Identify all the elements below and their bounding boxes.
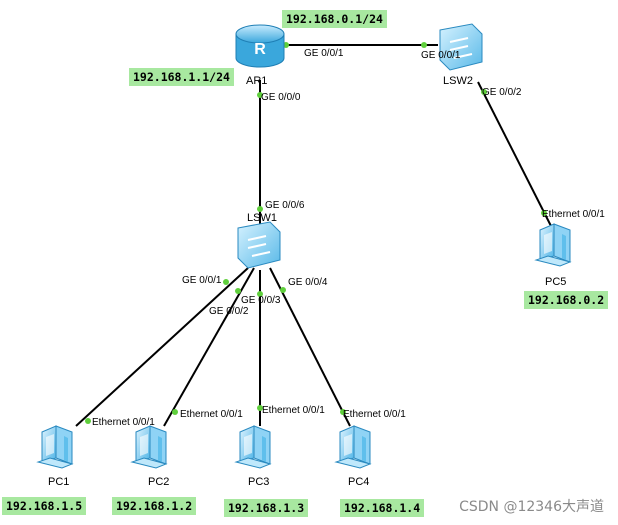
port-label-pc2-eth: Ethernet 0/0/1 [180,409,243,420]
switch-icon[interactable] [237,221,281,269]
port-dot [280,287,286,293]
port-label-pc3-eth: Ethernet 0/0/1 [262,405,325,416]
device-label-pc1: PC1 [48,476,69,488]
port-label-lsw2-ge002: GE 0/0/2 [482,87,522,98]
port-label-lsw1-ge006: GE 0/0/6 [265,200,305,211]
port-label-ar1-ge001: GE 0/0/1 [304,48,344,59]
device-label-ar1: AR1 [246,75,267,87]
links [75,44,553,427]
pc2-icon[interactable] [131,425,167,469]
port-label-lsw1-ge002: GE 0/0/2 [209,306,249,317]
switch-icon[interactable] [439,23,483,71]
ip-label-pc4: 192.168.1.4 [340,499,425,517]
port-label-lsw1-ge001: GE 0/0/1 [182,275,222,286]
link-lsw1-pc2 [163,267,255,427]
link-lsw1-pc1 [75,267,249,427]
port-dot [223,279,229,285]
port-dot [340,409,346,415]
device-label-pc3: PC3 [248,476,269,488]
router-icon[interactable]: R [235,24,285,68]
pc3-icon[interactable] [235,425,271,469]
port-dot [85,418,91,424]
port-dot [172,409,178,415]
pc5-icon[interactable] [535,223,571,267]
svg-text:R: R [254,41,266,58]
device-label-pc4: PC4 [348,476,369,488]
ip-label-ar1-g000: 192.168.1.1/24 [129,68,234,86]
ip-label-pc2: 192.168.1.2 [112,497,197,515]
port-dot [257,92,263,98]
port-dot [257,405,263,411]
pc4-icon[interactable] [335,425,371,469]
ip-label-pc1: 192.168.1.5 [2,497,87,515]
ip-label-ar1-g001: 192.168.0.1/24 [282,10,387,28]
port-dot [235,288,241,294]
port-label-pc5-eth: Ethernet 0/0/1 [542,209,605,220]
port-dot [481,89,487,95]
port-dot [421,42,427,48]
ip-label-pc5: 192.168.0.2 [524,291,609,309]
port-dot [541,210,547,216]
link-lsw1-pc4 [269,267,351,427]
device-label-pc5: PC5 [545,276,566,288]
ip-label-pc3: 192.168.1.3 [224,499,309,517]
link-lsw2-pc5 [477,81,553,229]
port-label-lsw2-ge001: GE 0/0/1 [421,50,461,61]
port-label-lsw1-ge003: GE 0/0/3 [241,295,281,306]
port-label-lsw1-ge004: GE 0/0/4 [288,277,328,288]
device-label-lsw1: LSW1 [247,212,277,224]
port-dots [85,42,547,424]
watermark: CSDN @12346大声道 [459,499,604,515]
port-label-pc4-eth: Ethernet 0/0/1 [343,409,406,420]
port-label-pc1-eth: Ethernet 0/0/1 [92,417,155,428]
device-label-lsw2: LSW2 [443,75,473,87]
port-label-ar1-ge000: GE 0/0/0 [261,92,301,103]
pc1-icon[interactable] [37,425,73,469]
port-dot [257,291,263,297]
device-label-pc2: PC2 [148,476,169,488]
port-dot [257,206,263,212]
